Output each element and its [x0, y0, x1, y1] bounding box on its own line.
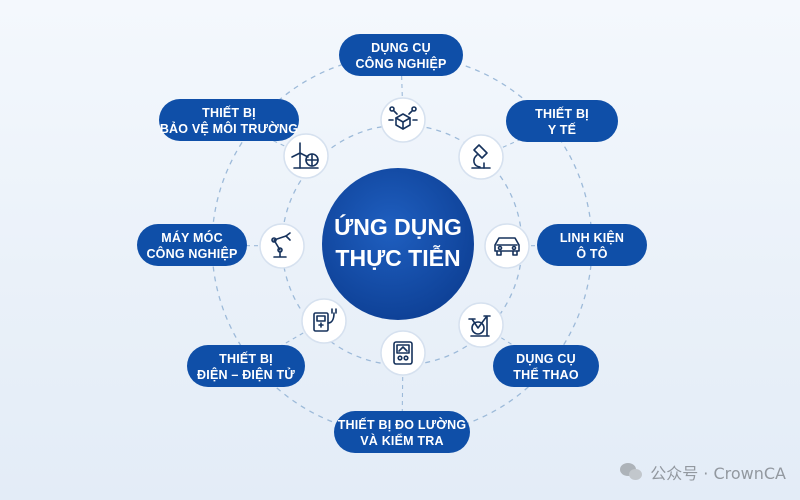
wechat-logo-icon — [620, 462, 644, 482]
pill-label-line2: Y TẾ — [548, 122, 576, 137]
pill-label-line2: CÔNG NGHIỆP — [355, 56, 446, 71]
pill-label-line2: ĐIỆN – ĐIỆN TỬ — [197, 367, 295, 382]
pill-label-line1: THIẾT BỊ — [202, 105, 256, 120]
pill-background — [339, 34, 463, 76]
center-node: ỨNG DỤNG THỰC TIỄN — [322, 168, 474, 320]
pill-label-line1: DỤNG CỤ — [371, 41, 431, 55]
center-title-line1: ỨNG DỤNG — [334, 213, 462, 240]
pill-background — [187, 345, 305, 387]
robot-arm-icon — [259, 223, 305, 269]
pill-label-line2: THỂ THAO — [513, 367, 579, 382]
pill-background — [537, 224, 647, 266]
pill-label-line2: BẢO VỆ MÔI TRƯỜNG — [160, 121, 298, 136]
pill-background — [493, 345, 599, 387]
pill-label-line2: VÀ KIỂM TRA — [360, 433, 443, 448]
pill-label-line1: LINH KIỆN — [560, 230, 624, 245]
pill-label-line1: MÁY MÓC — [161, 230, 223, 245]
pill-label-line1: THIẾT BỊ ĐO LƯỜNG — [338, 417, 467, 432]
microscope-icon — [458, 134, 504, 180]
pill-background — [334, 411, 470, 453]
icon-ring — [259, 97, 530, 376]
wind-turbine-icon — [283, 133, 329, 179]
pill-label-line1: THIẾT BỊ — [535, 106, 589, 121]
watermark: 公众号 · CrownCA — [620, 460, 786, 484]
plug-device-icon — [301, 298, 347, 344]
pill-label-line1: DỤNG CỤ — [516, 352, 576, 366]
pill-background — [137, 224, 247, 266]
pill-background — [159, 99, 299, 141]
cube-network-icon — [380, 97, 426, 143]
pill-label-line2: Ô TÔ — [576, 246, 607, 261]
pill-label-line2: CÔNG NGHIỆP — [146, 246, 237, 261]
center-title-line2: THỰC TIỄN — [335, 243, 460, 271]
exercise-bike-icon — [458, 302, 504, 348]
meter-icon — [380, 330, 426, 376]
watermark-text: 公众号 · CrownCA — [650, 464, 786, 483]
category-pill-medical-equipment: THIẾT BỊY TẾ — [506, 100, 618, 142]
car-icon — [484, 223, 530, 269]
center-circle — [322, 168, 474, 320]
pill-label-line1: THIẾT BỊ — [219, 351, 273, 366]
pill-background — [506, 100, 618, 142]
